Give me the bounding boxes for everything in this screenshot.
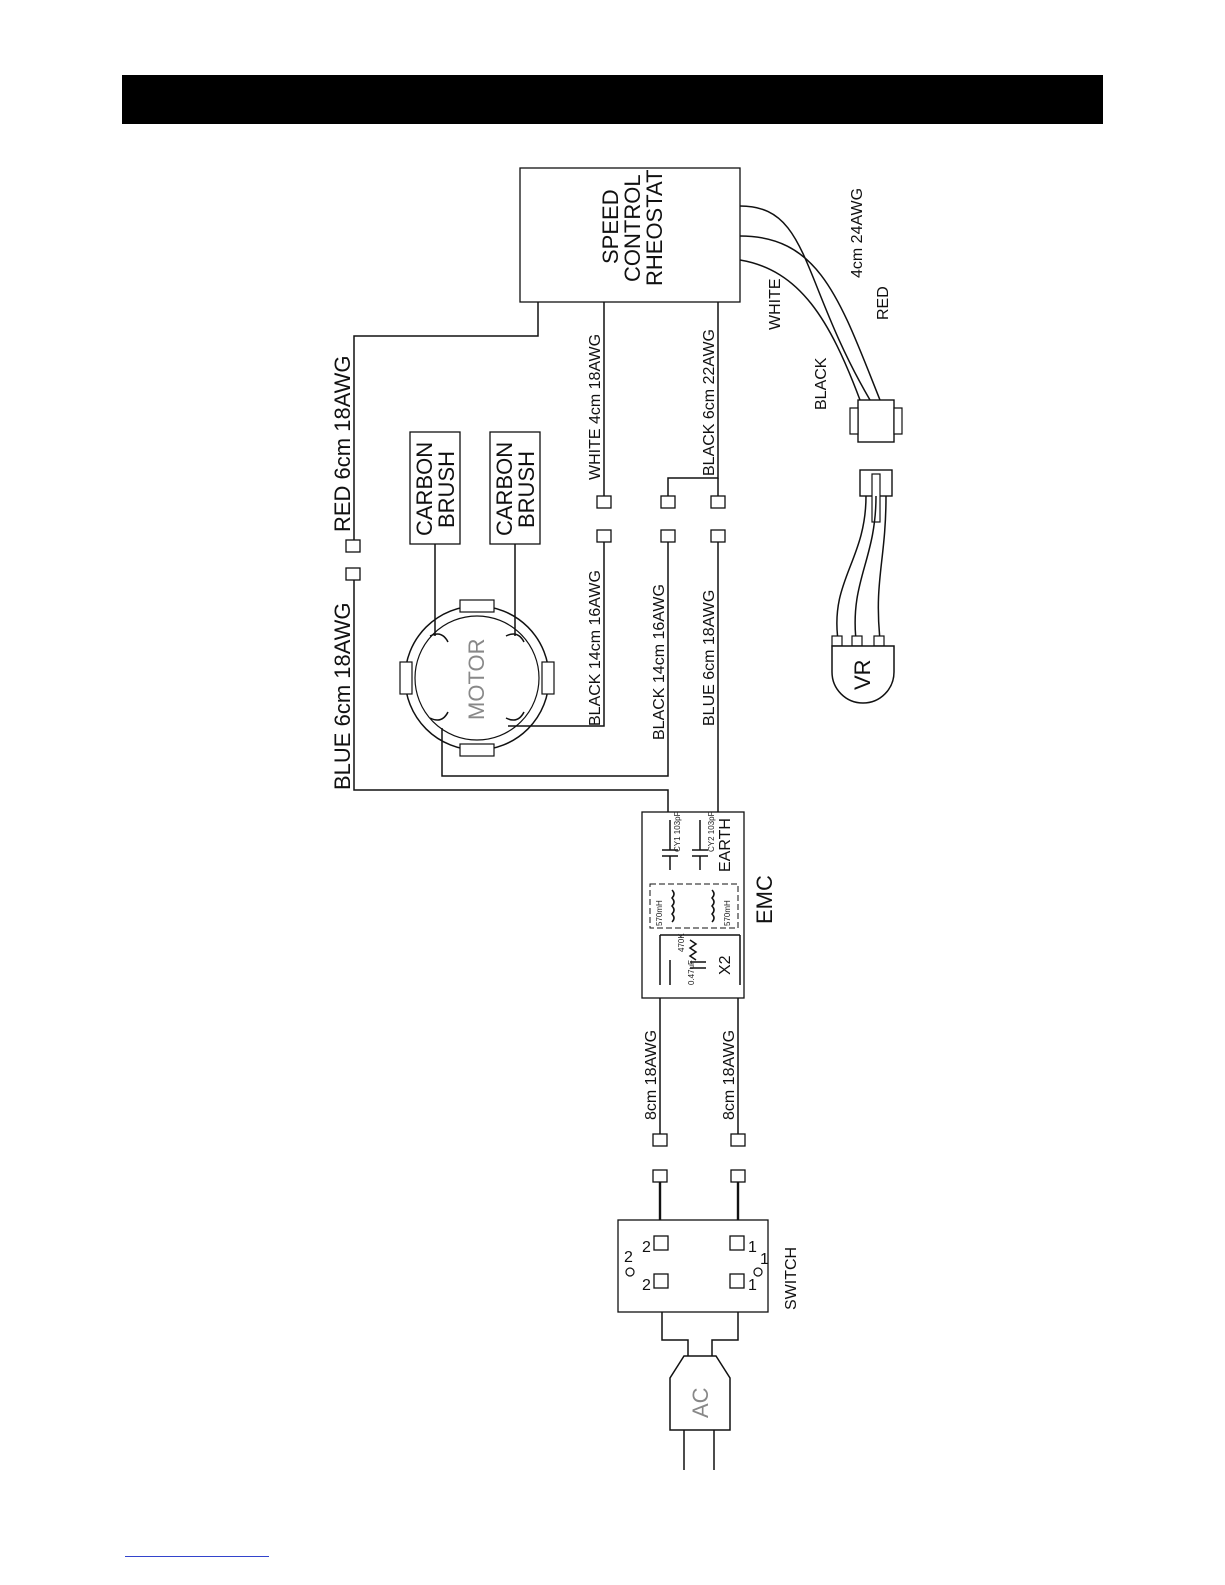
- label-black-14-1: BLACK 14cm 16AWG: [587, 570, 604, 726]
- switch-t1c: 1: [760, 1251, 769, 1268]
- emc-resistor: 470K: [677, 933, 686, 952]
- label-black-22: BLACK 6cm 22AWG: [701, 329, 718, 476]
- footer-link-underline: [125, 1556, 269, 1557]
- wire-cable-white: [740, 260, 860, 400]
- motor-label: MOTOR: [464, 639, 489, 720]
- connector-black-2: [711, 496, 725, 542]
- switch-t2a: 2: [624, 1249, 633, 1266]
- label-cable-white: WHITE: [767, 278, 784, 330]
- emc-ind-1: 570mH: [655, 900, 664, 926]
- label-emc-out-1: 8cm 18AWG: [643, 1030, 660, 1120]
- label-cable-red: RED: [875, 286, 892, 320]
- switch-box: [618, 1220, 768, 1312]
- emc-cy2: CY2 103pF: [707, 811, 716, 852]
- switch-t2c: 2: [642, 1277, 651, 1294]
- switch-t1b: 1: [748, 1277, 757, 1294]
- wire-ac-1: [662, 1312, 688, 1356]
- emc-earth: EARTH: [717, 818, 734, 872]
- switch-label: SWITCH: [783, 1247, 800, 1310]
- switch-t1a: 1: [748, 1239, 757, 1256]
- switch-t2b: 2: [642, 1239, 651, 1256]
- emc-cy1: CY1 103pF: [673, 811, 682, 852]
- connector-red-blue: [346, 540, 360, 580]
- wire-ac-2: [712, 1312, 738, 1356]
- emc-label: EMC: [752, 875, 777, 924]
- connector-white: [597, 496, 611, 542]
- connector-black-1: [661, 496, 675, 542]
- emc-cap: 0.47uF: [687, 960, 696, 985]
- rheostat-label-3: RHEOSTAT: [642, 169, 667, 286]
- label-cable-24: 4cm 24AWG: [849, 188, 866, 278]
- carbon-brush-1-label-2: BRUSH: [434, 451, 459, 528]
- carbon-brush-2-label-2: BRUSH: [514, 451, 539, 528]
- emc-x2: X2: [717, 955, 734, 975]
- label-white-4cm: WHITE 4cm 18AWG: [587, 334, 604, 480]
- connector-emc-out: [653, 1134, 745, 1182]
- label-blue-top: BLUE 6cm 18AWG: [330, 603, 355, 790]
- label-emc-out-2: 8cm 18AWG: [721, 1030, 738, 1120]
- ac-label: AC: [688, 1387, 713, 1418]
- label-black-14-2: BLACK 14cm 16AWG: [651, 584, 668, 740]
- emc-ind-2: 570mH: [723, 900, 732, 926]
- label-red-top: RED 6cm 18AWG: [330, 356, 355, 532]
- label-cable-black: BLACK: [813, 357, 830, 410]
- vr-label: VR: [850, 659, 875, 690]
- label-blue-emc: BLUE 6cm 18AWG: [701, 590, 718, 726]
